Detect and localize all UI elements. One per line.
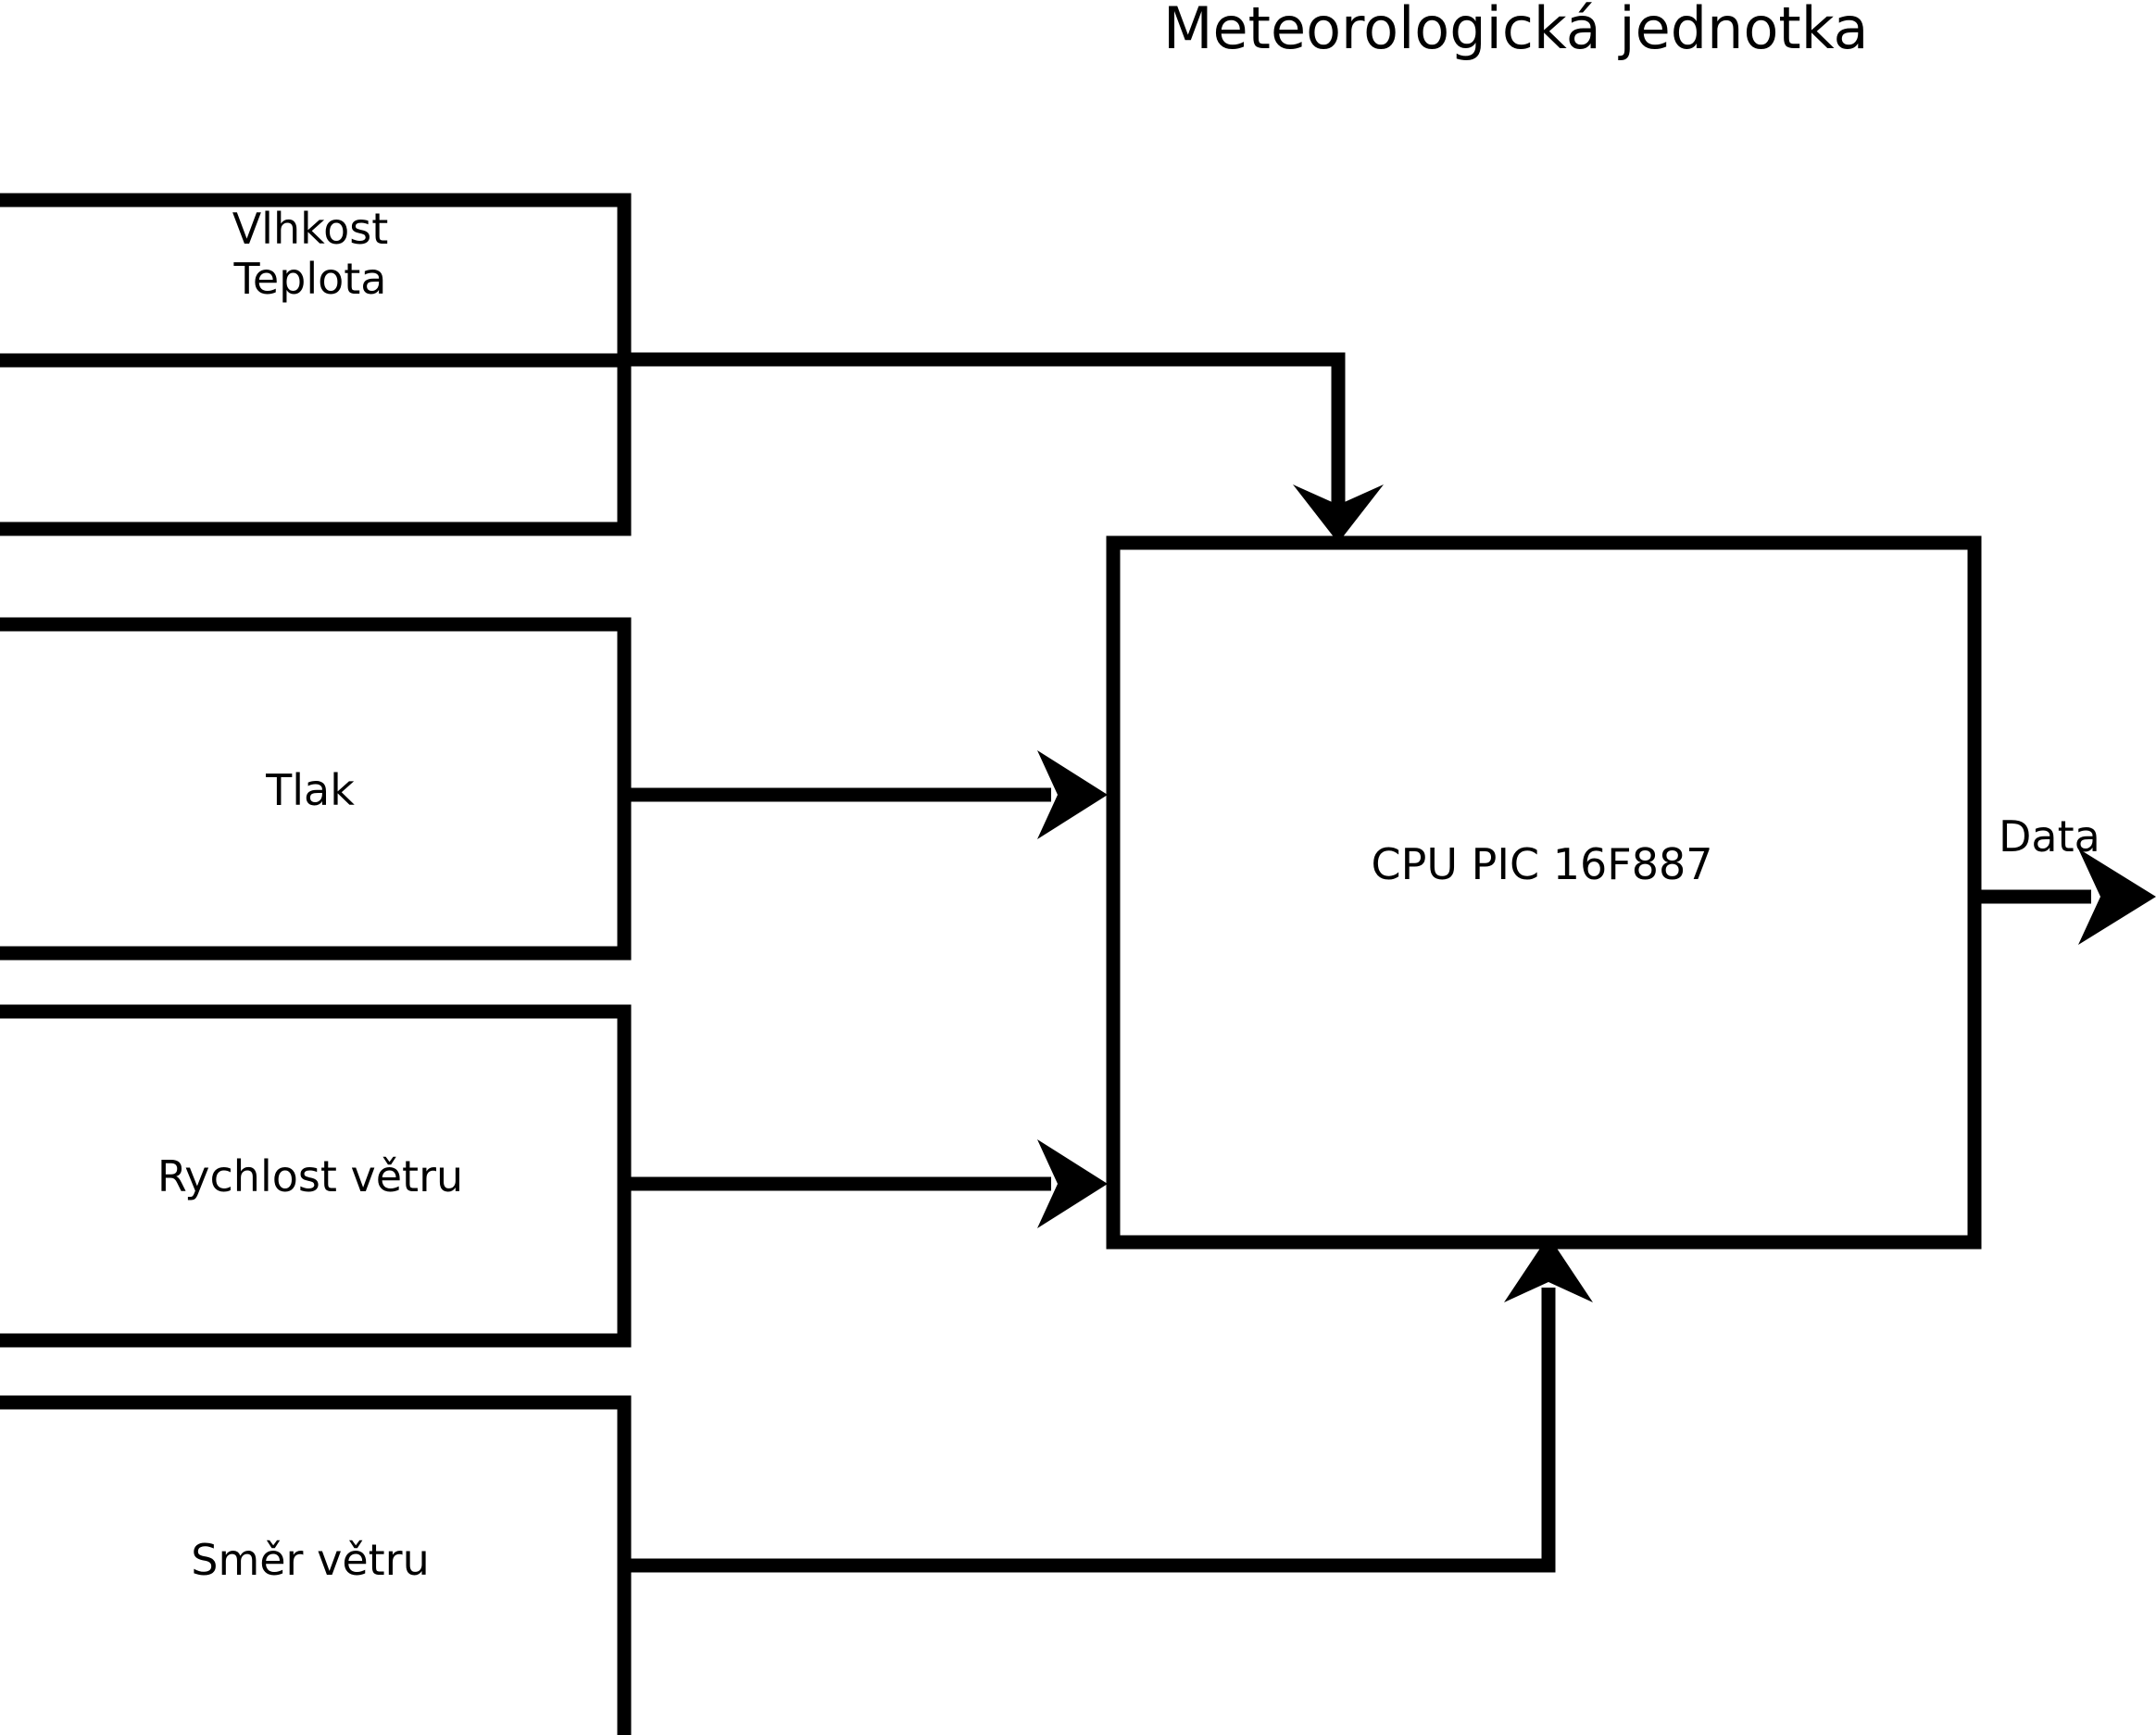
block-cpu (1106, 535, 1982, 1250)
connector-windspeed-to-cpu (624, 1139, 1108, 1228)
page-title: Meteorologická jednotka (1163, 0, 1869, 62)
block-wind-direction (0, 1395, 632, 1735)
block-label-wind-speed: Rychlost větru (157, 1151, 464, 1201)
block-label-cpu: CPU PIC 16F887 (1371, 839, 1713, 889)
block-wind-speed (0, 1004, 632, 1348)
block-label-wind-direction: Směr větru (191, 1535, 430, 1585)
connector-pressure-to-cpu (624, 750, 1108, 839)
connector-cpu-to-data (1968, 849, 2156, 945)
connector-humidity-to-cpu (624, 352, 1384, 543)
block-label-humidity-temperature: Vlhkost Teplota (232, 204, 389, 305)
block-label-pressure: Tlak (266, 765, 355, 815)
connector-winddirection-to-cpu (624, 1236, 1593, 1573)
edge-label-data: Data (1999, 811, 2100, 861)
